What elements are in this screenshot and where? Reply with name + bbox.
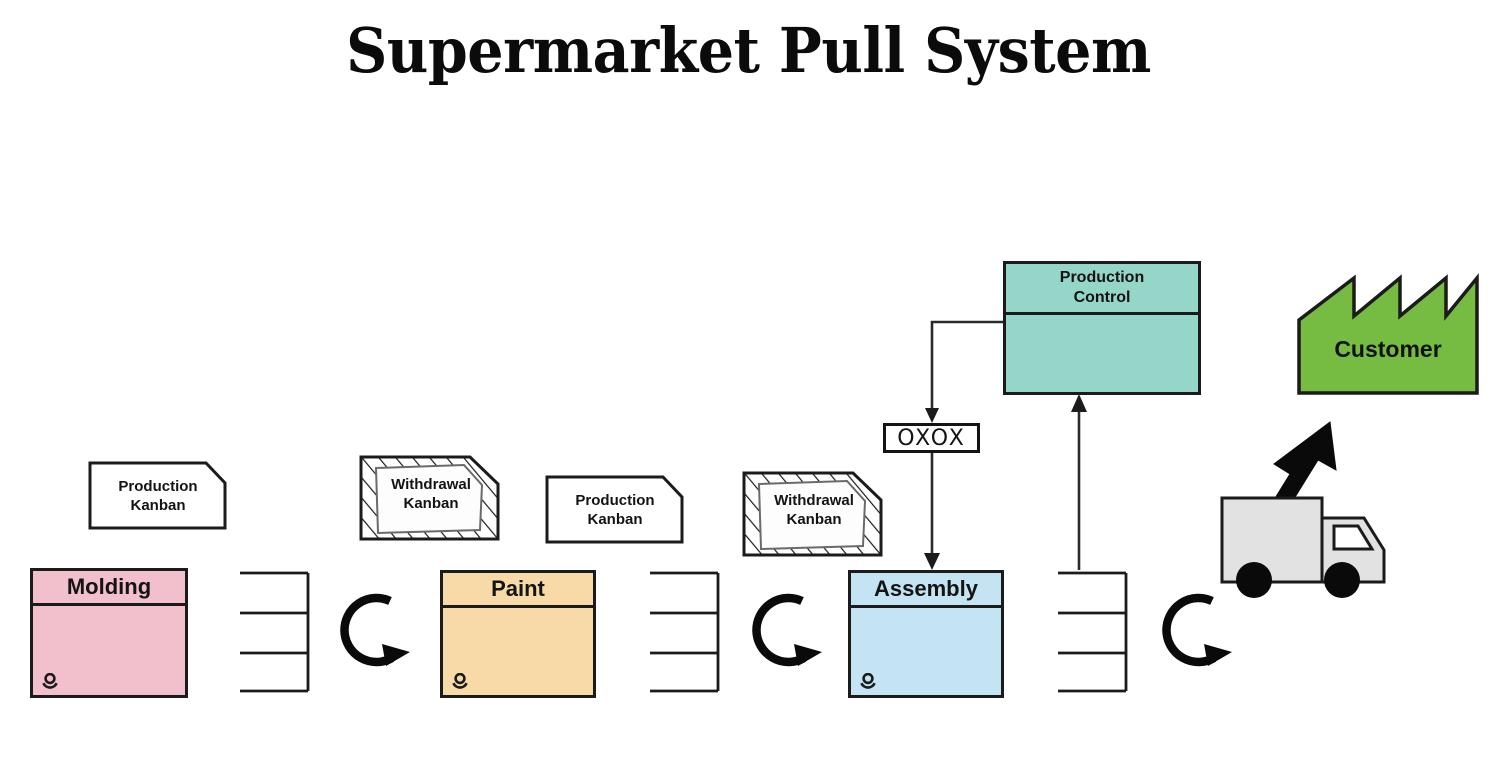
arrowhead-oxox-to-assembly: [924, 553, 940, 570]
factory-icon[interactable]: [1296, 272, 1480, 396]
process-box-paint[interactable]: Paint: [440, 570, 596, 698]
supermarket-icon[interactable]: [1058, 570, 1130, 694]
withdrawal-loop-icon[interactable]: [1150, 588, 1238, 674]
withdrawal-kanban-card[interactable]: Withdrawal Kanban: [358, 454, 506, 546]
arrowhead-control-to-oxox: [925, 408, 939, 423]
production-control-line1: Production: [1059, 269, 1145, 286]
process-header-molding: Molding: [33, 571, 185, 606]
production-kanban-card[interactable]: Production Kanban: [545, 475, 685, 545]
withdrawal-loop-icon[interactable]: [328, 588, 416, 674]
process-body-paint: [443, 608, 593, 695]
production-control-header: Production Control: [1006, 264, 1198, 315]
load-leveling-box[interactable]: OXOX: [883, 423, 980, 453]
withdrawal-kanban-card[interactable]: Withdrawal Kanban: [741, 470, 889, 562]
process-body-molding: [33, 606, 185, 695]
operator-icon: [452, 673, 468, 689]
production-control-box[interactable]: Production Control: [1003, 261, 1201, 395]
withdrawal-kanban-shape: [742, 471, 883, 557]
withdrawal-loop-icon[interactable]: [740, 588, 828, 674]
arrowhead-supermarket3-to-control: [1071, 394, 1087, 412]
page-title: Supermarket Pull System: [346, 14, 1151, 87]
production-control-line2: Control: [1073, 289, 1131, 306]
truck-icon[interactable]: [1220, 492, 1402, 600]
operator-icon: [42, 673, 58, 689]
production-kanban-card[interactable]: Production Kanban: [88, 461, 228, 531]
process-box-molding[interactable]: Molding: [30, 568, 188, 698]
shipping-arrow-icon: [1262, 421, 1337, 518]
withdrawal-kanban-shape: [359, 455, 500, 541]
process-header-assembly: Assembly: [851, 573, 1001, 608]
operator-icon: [860, 673, 876, 689]
process-header-paint: Paint: [443, 573, 593, 608]
process-body-assembly: [851, 608, 1001, 695]
production-kanban-shape: [88, 461, 227, 530]
process-box-assembly[interactable]: Assembly: [848, 570, 1004, 698]
supermarket-icon[interactable]: [240, 570, 312, 694]
edge-control-to-oxox: [930, 320, 1003, 414]
supermarket-icon[interactable]: [650, 570, 722, 694]
production-kanban-shape: [545, 475, 684, 544]
